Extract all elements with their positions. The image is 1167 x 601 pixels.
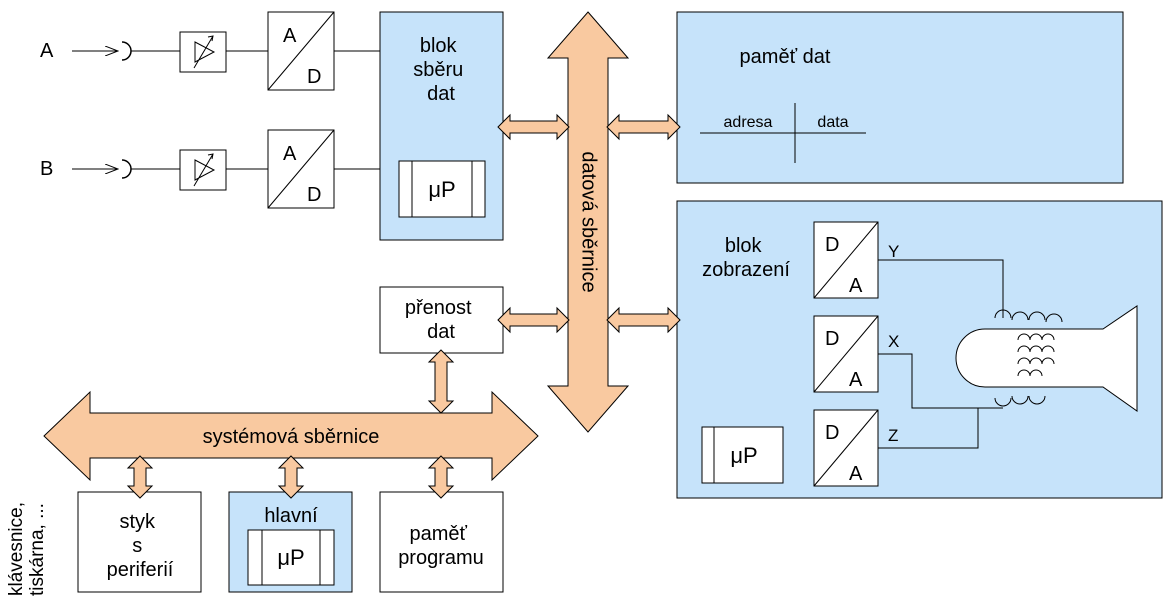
adc-b-bottom-label: D <box>307 184 321 206</box>
amplifier-b-symbol <box>193 153 216 187</box>
deflection-z-label: Z <box>888 426 898 445</box>
blok-zobrazeni-label: blok zobrazení <box>702 235 790 281</box>
systemova-sbernice-label: systémová sběrnice <box>203 426 380 448</box>
adc-a-bottom-label: D <box>307 66 321 88</box>
processor-sber-label: μP <box>428 177 455 202</box>
datova-sbernice-label: datová sběrnice <box>578 151 600 292</box>
dac-x-bottom-label: A <box>849 369 863 391</box>
processor-hlavni-label: μP <box>277 545 304 570</box>
input-b-connector <box>121 159 132 179</box>
peripherals-line-2: tiskárna, ... <box>27 503 48 596</box>
peripherals-line-1: klávesnice, <box>6 502 27 596</box>
deflection-x-label: X <box>888 332 899 351</box>
pamet-programu-block <box>379 491 504 593</box>
processor-zobrazeni: μP <box>701 426 784 484</box>
prenost-dat-label: přenost dat <box>405 297 477 343</box>
hlavni-label: hlavní <box>264 505 318 527</box>
dac-z-top-label: D <box>825 422 839 444</box>
adc-b-top-label: A <box>283 143 297 165</box>
deflection-wires <box>878 259 1063 449</box>
input-a-connector <box>121 41 132 61</box>
datova-sbernice-bus <box>546 11 630 433</box>
dac-y-bottom-label: A <box>849 275 863 297</box>
processor-sber: μP <box>398 160 486 218</box>
crt-coils <box>1017 333 1055 377</box>
processor-hlavni: μP <box>247 529 335 586</box>
input-b-label: B <box>40 158 53 180</box>
pamet-dat-label: paměť dat <box>740 46 831 68</box>
prenost-dat-block <box>379 286 504 354</box>
adc-a-top-label: A <box>283 25 297 47</box>
deflection-y-label: Y <box>888 242 899 261</box>
styk-s-periferii-block <box>77 491 202 593</box>
amplifier-a-symbol <box>193 35 216 69</box>
blok-sberu-dat-label: blok sběru dat <box>413 35 469 105</box>
input-a-label: A <box>40 40 54 62</box>
dac-z-bottom-label: A <box>849 463 863 485</box>
processor-zobrazeni-label: μP <box>730 443 757 468</box>
systemova-sbernice-bus <box>43 390 539 482</box>
pamet-programu-label: paměť programu <box>398 523 484 569</box>
dac-x-top-label: D <box>825 328 839 350</box>
pamet-dat-adresa-label: adresa <box>724 114 773 131</box>
styk-s-periferii-label: styk s periferií <box>107 511 174 581</box>
pamet-dat-block <box>676 11 1124 184</box>
dac-y-top-label: D <box>825 234 839 256</box>
bus-connector-arrows <box>126 113 681 499</box>
pamet-dat-data-label: data <box>817 114 848 131</box>
